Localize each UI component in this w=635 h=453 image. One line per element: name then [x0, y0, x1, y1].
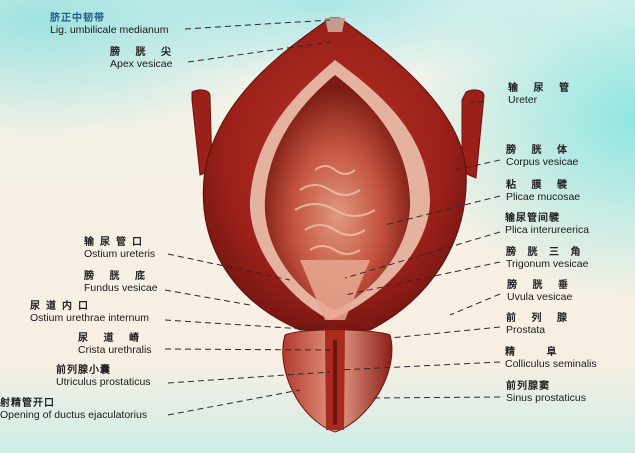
label-cn: 膀 胱 体 [506, 145, 573, 156]
label-cn: 前列腺小囊 [56, 365, 111, 376]
label-cn: 输尿管间襞 [505, 213, 560, 224]
label-prostata: 前 列 腺 Prostata [506, 313, 573, 336]
label-cn: 精 阜 [505, 347, 571, 358]
label-cn: 脐正中韧带 [50, 13, 105, 24]
label-la: Plicae mucosae [506, 190, 581, 203]
label-fundus-vesicae: 膀 胱 底 Fundus vesicae [84, 271, 158, 294]
label-la: Trigonum vesicae [506, 257, 589, 270]
label-cn: 膀 胱 底 [84, 271, 151, 282]
label-la: Ostium urethrae internum [30, 311, 150, 324]
label-ostium-ureteris: 输尿管口 Ostium ureteris [84, 237, 156, 260]
label-cn: 膀 胱 垂 [507, 280, 574, 291]
label-la: Colliculus seminalis [505, 357, 597, 370]
label-la: Sinus prostaticus [506, 391, 586, 404]
label-la: Opening of ductus ejaculatorius [0, 408, 148, 421]
label-la: Plica interureerica [505, 223, 590, 236]
label-la: Prostata [506, 323, 546, 336]
label-plicae-mucosae: 粘 膜 襞 Plicae mucosae [506, 180, 581, 203]
label-la: Apex vesicae [110, 57, 173, 70]
label-colliculus: 精 阜 Colliculus seminalis [505, 347, 597, 370]
label-cn: 尿道内口 [30, 301, 94, 312]
label-ductus-ejaculatorius: 射精管开口 Opening of ductus ejaculatorius [0, 398, 148, 421]
label-la: Ureter [508, 93, 538, 106]
label-uvula: 膀 胱 垂 Uvula vesicae [507, 280, 574, 303]
label-corpus-vesicae: 膀 胱 体 Corpus vesicae [506, 145, 579, 168]
label-sinus-prostaticus: 前列腺窦 Sinus prostaticus [506, 381, 586, 404]
label-crista-urethralis: 尿 道 嵴 Crista urethralis [78, 333, 152, 356]
label-cn: 膀 胱 三 角 [506, 247, 585, 258]
label-la: Ostium ureteris [84, 247, 156, 260]
label-cn: 输 尿 管 [508, 83, 575, 94]
label-lig-umbilicale: 脐正中韧带 Lig. umbilicale medianum [50, 13, 169, 36]
label-cn: 膀 胱 尖 [110, 47, 177, 58]
label-la: Uvula vesicae [507, 290, 573, 303]
label-ostium-urethrae: 尿道内口 Ostium urethrae internum [30, 301, 150, 324]
label-cn: 输尿管口 [84, 237, 148, 248]
label-plica-interureterica: 输尿管间襞 Plica interureerica [505, 213, 590, 236]
label-cn: 前 列 腺 [506, 313, 573, 324]
label-la: Fundus vesicae [84, 281, 158, 294]
label-ureter: 输 尿 管 Ureter [508, 83, 575, 106]
label-cn: 射精管开口 [0, 398, 55, 409]
label-apex-vesicae: 膀 胱 尖 Apex vesicae [110, 47, 177, 70]
label-la: Utriculus prostaticus [56, 375, 151, 388]
label-la: Crista urethralis [78, 343, 152, 356]
label-la: Lig. umbilicale medianum [50, 23, 169, 36]
label-trigonum: 膀 胱 三 角 Trigonum vesicae [506, 247, 589, 270]
label-cn: 粘 膜 襞 [506, 180, 573, 191]
label-cn: 前列腺窦 [506, 381, 550, 392]
label-la: Corpus vesicae [506, 155, 579, 168]
label-cn: 尿 道 嵴 [78, 333, 145, 344]
label-utriculus: 前列腺小囊 Utriculus prostaticus [56, 365, 151, 388]
